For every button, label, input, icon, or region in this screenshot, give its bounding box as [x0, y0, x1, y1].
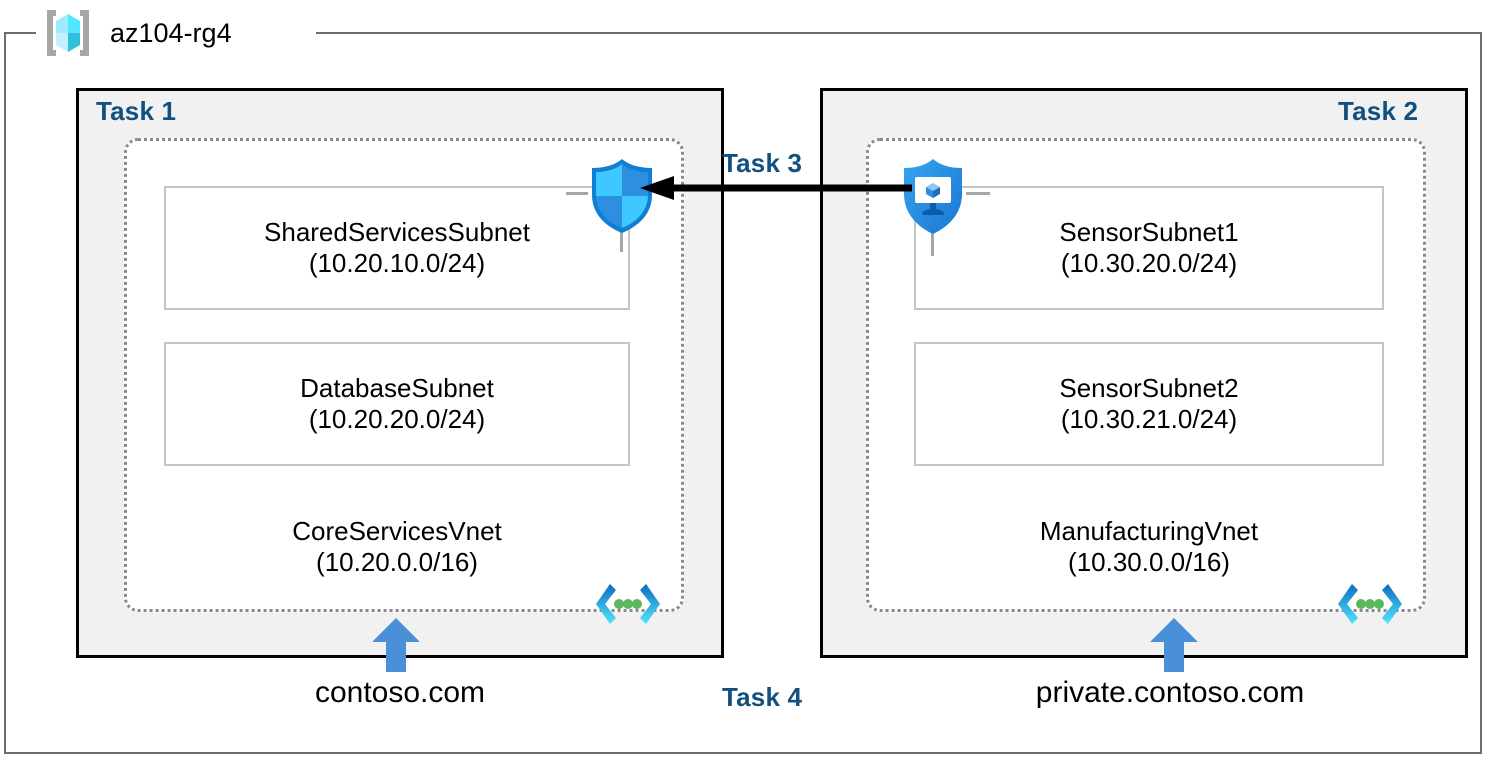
subnet-name: SharedServicesSubnet	[264, 217, 530, 248]
bastion-right-stub	[966, 192, 990, 195]
sensor-subnet-2-box: SensorSubnet2 (10.30.21.0/24)	[914, 342, 1384, 466]
dns-link-arrow-up-icon	[1150, 618, 1198, 672]
resource-group-cube-icon	[40, 6, 96, 60]
shared-services-subnet-box: SharedServicesSubnet (10.20.10.0/24)	[164, 186, 630, 310]
task-3-label: Task 3	[722, 148, 803, 178]
virtual-network-icon	[1336, 580, 1404, 628]
dns-zone-private-contoso-label: private.contoso.com	[1035, 676, 1305, 709]
sensor-subnet-1-box: SensorSubnet1 (10.30.20.0/24)	[914, 186, 1384, 310]
subnet-name: SensorSubnet2	[1059, 373, 1239, 404]
virtual-network-icon	[594, 580, 662, 628]
bastion-bottom-stub	[931, 230, 934, 256]
firewall-shield-icon	[584, 157, 660, 235]
resource-group-name: az104-rg4	[110, 17, 232, 48]
vnet-name: ManufacturingVnet	[1039, 516, 1259, 546]
vnet-cidr: (10.30.0.0/16)	[1068, 547, 1230, 578]
subnet-name: SensorSubnet1	[1059, 217, 1239, 248]
firewall-left-stub	[566, 192, 588, 195]
vnet-cidr: (10.20.0.0/16)	[316, 547, 478, 578]
task-4-label: Task 4	[722, 682, 803, 712]
subnet-cidr: (10.20.20.0/24)	[308, 404, 486, 434]
dns-zone-contoso-label: contoso.com	[314, 676, 486, 709]
vnet-name: CoreServicesVnet	[292, 516, 502, 546]
subnet-cidr: (10.20.10.0/24)	[308, 248, 486, 278]
database-subnet-box: DatabaseSubnet (10.20.20.0/24)	[164, 342, 630, 466]
manufacturing-vnet-caption: ManufacturingVnet (10.30.0.0/16)	[914, 516, 1384, 578]
dns-link-arrow-up-icon	[372, 618, 420, 672]
bastion-shield-vm-icon	[898, 157, 968, 237]
firewall-bottom-stub	[620, 228, 623, 252]
subnet-cidr: (10.30.20.0/24)	[1060, 248, 1238, 278]
resource-group-title-mask	[36, 10, 316, 56]
task-1-label: Task 1	[96, 96, 177, 126]
resource-group-frame	[4, 32, 1482, 754]
subnet-name: DatabaseSubnet	[300, 373, 494, 404]
subnet-cidr: (10.30.21.0/24)	[1060, 404, 1238, 434]
core-services-vnet-caption: CoreServicesVnet (10.20.0.0/16)	[164, 516, 630, 578]
resource-group-header: az104-rg4	[40, 8, 232, 58]
peering-connection-arrow	[640, 176, 912, 200]
task-2-label: Task 2	[1338, 96, 1419, 126]
